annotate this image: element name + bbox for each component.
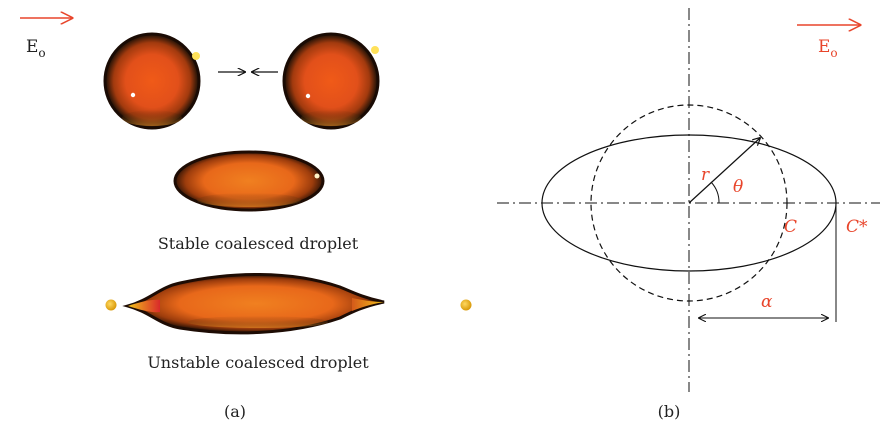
angle-label: θ [733, 177, 743, 197]
highlight-yellow [371, 46, 379, 54]
circle-label: C [784, 217, 797, 237]
circle-c [590, 104, 788, 302]
panel-b: Eo r θ C C* α (b) [497, 8, 880, 421]
panel-label-b: (b) [658, 402, 681, 421]
stable-caption: Stable coalesced droplet [158, 234, 359, 253]
highlight-yellow [192, 52, 200, 60]
highlight-white [305, 93, 311, 99]
radius-label: r [701, 165, 710, 185]
ellipse-label: C* [846, 217, 868, 237]
angle-arc [710, 181, 720, 204]
unstable-caption: Unstable coalesced droplet [147, 353, 369, 372]
droplet-stable-coalesced [173, 150, 325, 212]
semi-axis-label: α [761, 292, 773, 312]
droplet-right [282, 32, 380, 130]
droplet-unstable-coalesced [122, 273, 385, 335]
panel-label-a: (a) [224, 402, 246, 421]
panel-a: Eo Stable coalesced droplet [20, 18, 472, 421]
field-label-b: Eo [818, 37, 838, 60]
tip-left [128, 299, 160, 313]
satellite-droplet-left [105, 299, 117, 311]
field-label-a: Eo [26, 37, 46, 60]
satellite-droplet-right [460, 299, 472, 311]
tip-right [352, 298, 384, 311]
radius-vector [688, 138, 760, 204]
highlight-white [314, 173, 320, 179]
droplet-left [103, 32, 201, 130]
highlight-white [130, 92, 136, 98]
